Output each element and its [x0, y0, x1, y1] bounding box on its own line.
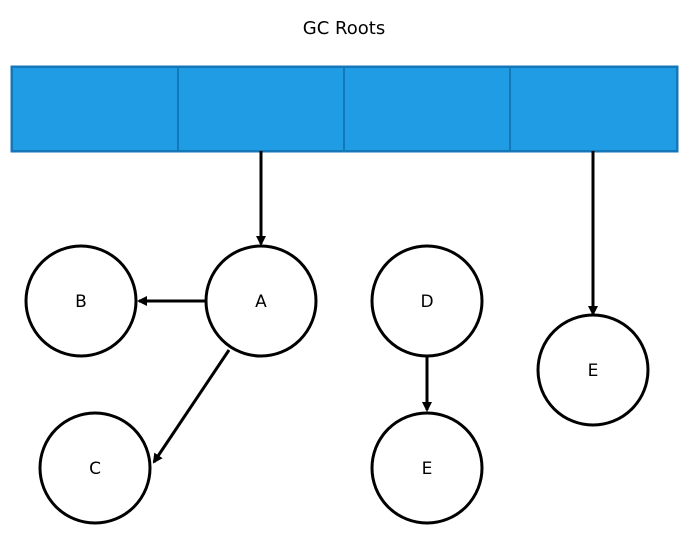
- gc-roots-bar: [10, 65, 679, 153]
- node-b-label: B: [75, 292, 87, 312]
- node-e-child-of-d: E: [370, 411, 484, 525]
- node-e2-label: E: [588, 361, 599, 381]
- node-d-label: D: [420, 292, 433, 312]
- root-cell-4: [509, 66, 678, 152]
- node-b-circle: [24, 244, 138, 358]
- node-d: D: [370, 244, 484, 358]
- node-d-circle: [370, 244, 484, 358]
- node-a: A: [204, 244, 318, 358]
- node-e-root-reachable: E: [536, 313, 650, 427]
- edge-a-to-c: [152, 349, 231, 464]
- node-c-label: C: [89, 459, 101, 479]
- node-e1-label: E: [422, 459, 433, 479]
- node-b: B: [24, 244, 138, 358]
- diagram-title: GC Roots: [303, 18, 385, 39]
- node-e1-circle: [370, 411, 484, 525]
- node-a-circle: [204, 244, 318, 358]
- node-c-circle: [38, 411, 152, 525]
- node-c: C: [38, 411, 152, 525]
- node-e2-circle: [536, 313, 650, 427]
- root-cell-2: [177, 66, 345, 152]
- root-cell-3: [343, 66, 511, 152]
- edges: [137, 151, 598, 464]
- root-cell-1: [11, 66, 179, 152]
- node-a-label: A: [255, 292, 267, 312]
